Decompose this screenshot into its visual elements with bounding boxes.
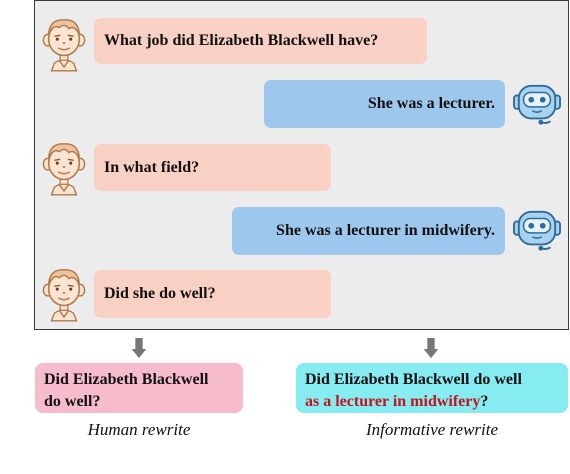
human-rewrite-caption: Human rewrite <box>87 420 191 439</box>
informative-rewrite-highlight: as a lecturer in midwifery <box>305 393 481 410</box>
boy-face-icon <box>40 14 88 72</box>
boy-face-icon <box>40 138 88 196</box>
robot-headset-icon <box>512 82 562 128</box>
informative-rewrite-box: Did Elizabeth Blackwell do well as a lec… <box>296 363 568 413</box>
human-message-bubble: What job did Elizabeth Blackwell have? <box>94 18 427 64</box>
informative-rewrite-caption: Informative rewrite <box>365 420 499 439</box>
boy-face-icon <box>40 264 88 322</box>
human-message-text: In what field? <box>104 158 200 176</box>
informative-rewrite-line1: Did Elizabeth Blackwell do well <box>305 371 522 388</box>
bot-message-text: She was a lecturer in midwifery. <box>276 222 495 239</box>
human-rewrite-box: Did Elizabeth Blackwell do well? <box>35 363 243 413</box>
human-rewrite-line2: do well? <box>44 393 101 410</box>
human-message-bubble: In what field? <box>94 144 331 191</box>
robot-headset-icon <box>512 208 562 254</box>
human-rewrite-line1: Did Elizabeth Blackwell <box>44 371 209 388</box>
human-message-bubble: Did she do well? <box>94 270 331 318</box>
human-message-text: Did she do well? <box>104 285 216 302</box>
arrow-down-icon <box>423 338 439 360</box>
arrow-down-icon <box>131 338 147 360</box>
informative-rewrite-suffix: ? <box>480 393 489 410</box>
bot-message-bubble: She was a lecturer. <box>264 80 505 128</box>
human-message-text: What job did Elizabeth Blackwell have? <box>104 32 379 49</box>
bot-message-text: She was a lecturer. <box>367 95 495 112</box>
bot-message-bubble: She was a lecturer in midwifery. <box>232 207 505 255</box>
